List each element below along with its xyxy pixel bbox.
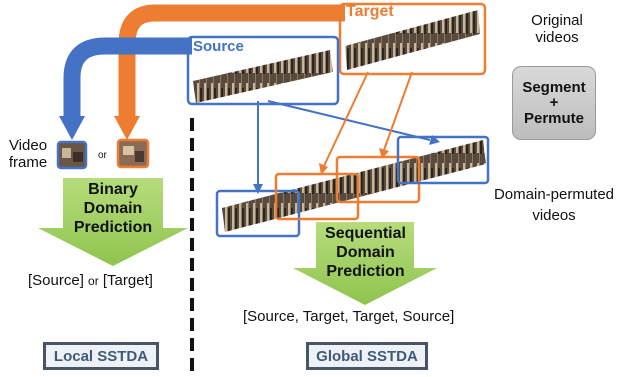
- target-to-seg2-arrow: [323, 71, 369, 167]
- binary-line-2: Domain: [83, 200, 143, 218]
- target-flow-arrowhead: [114, 116, 140, 140]
- sequential-prediction-arrow: [293, 222, 437, 305]
- permuted-seg-3-target: [335, 155, 421, 204]
- target-video-box: [338, 2, 487, 76]
- video-frame-label: Video frame: [6, 137, 50, 172]
- target-label: Target: [346, 3, 394, 20]
- source-video-strip: [193, 50, 333, 103]
- original-videos-line-2: videos: [535, 29, 579, 47]
- original-videos-label: Original videos: [512, 12, 602, 47]
- domain-permuted-line-1: Domain-permuted: [493, 186, 615, 203]
- domain-permuted-line-2: videos: [532, 207, 576, 225]
- segment-text: Segment: [522, 79, 586, 97]
- sequential-prediction-label: Sequential Domain Prediction: [313, 224, 418, 282]
- binary-output-target: [Target]: [102, 272, 153, 289]
- binary-output-label: [Source] or [Target]: [28, 272, 153, 289]
- source-video-box: [186, 35, 340, 106]
- source-frame-detail: [62, 148, 71, 158]
- sequential-line-3: Prediction: [326, 263, 405, 281]
- source-to-seg1-arrowhead: [253, 184, 263, 194]
- sequential-line-2: Domain: [336, 244, 395, 262]
- video-frame-line-1: Video: [8, 137, 48, 154]
- original-videos-line-1: Original: [531, 12, 583, 29]
- source-flow-arrow: [63, 37, 192, 118]
- binary-prediction-arrow: [38, 178, 188, 266]
- source-to-seg4-arrow: [267, 100, 431, 141]
- sequential-output-label: [Source, Target, Target, Source]: [243, 308, 455, 325]
- permuted-seg-1-source: [215, 189, 301, 238]
- binary-prediction-label: Binary Domain Prediction: [63, 180, 163, 238]
- binary-output-or: or: [88, 274, 99, 288]
- sequential-line-1: Sequential: [325, 225, 406, 242]
- domain-permuted-videos-label: Domain-permuted videos: [484, 186, 624, 225]
- permuted-seg-4-source: [396, 135, 490, 185]
- video-frame-line-2: frame: [8, 154, 48, 172]
- target-video-strip: [345, 10, 480, 70]
- source-frame-detail-2: [73, 152, 83, 162]
- target-to-seg3-arrow: [383, 71, 413, 151]
- target-frame-detail-2: [135, 151, 144, 162]
- plus-text: +: [549, 94, 559, 112]
- binary-line-1: Binary: [88, 181, 138, 198]
- source-label: Source: [193, 38, 244, 55]
- source-flow-arrowhead: [59, 116, 85, 140]
- permute-text: Permute: [523, 109, 585, 127]
- binary-output-source: [Source]: [28, 272, 84, 289]
- global-sstda-box: Global SSTDA: [306, 342, 428, 370]
- permuted-seg-2-target: [274, 172, 360, 221]
- segment-permute-box: Segment + Permute: [512, 66, 596, 140]
- target-frame-detail: [123, 146, 134, 155]
- local-sstda-label: Local SSTDA: [53, 347, 149, 365]
- target-to-seg2-arrowhead: [319, 163, 328, 175]
- global-sstda-label: Global SSTDA: [316, 347, 418, 365]
- frame-or-label: or: [98, 150, 107, 161]
- binary-line-3: Prediction: [73, 219, 153, 237]
- local-sstda-box: Local SSTDA: [43, 342, 159, 370]
